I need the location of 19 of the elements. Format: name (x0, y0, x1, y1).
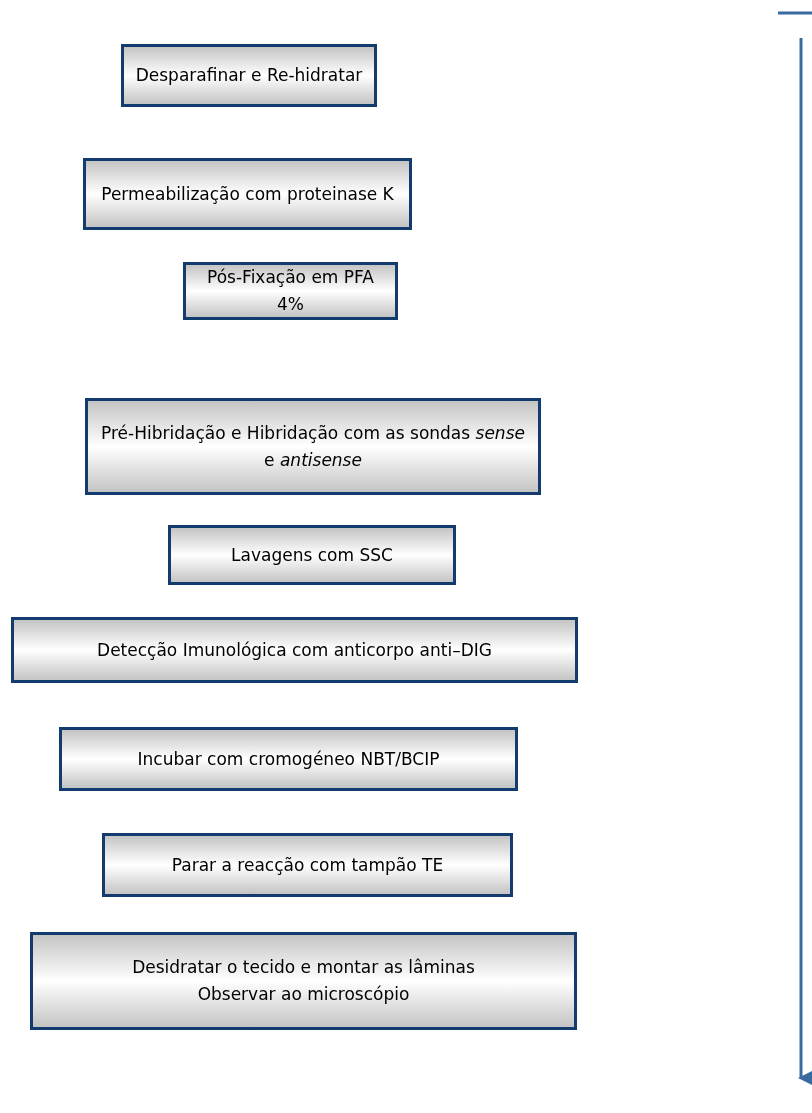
process-box (30, 932, 577, 1030)
step-text: Lavagens com SSC (231, 543, 393, 567)
process-box (102, 833, 513, 897)
step-text: Observar ao microscópio (197, 983, 410, 1006)
step-text: Permeabilização com proteinase K (101, 182, 394, 206)
step-text: Desidratar o tecido e montar as lâminas (132, 956, 475, 979)
step-text: Pré-Hibridação e Hibridação com as sondas sense e antisense (100, 421, 526, 472)
process-box (11, 617, 578, 683)
step-text: Detecção Imunológica com anticorpo anti–DIG (97, 638, 492, 662)
process-box (83, 158, 412, 230)
process-box (183, 262, 398, 320)
process-box (85, 398, 541, 495)
step-text: Incubar com cromogéneo NBT/BCIP (137, 747, 440, 771)
step-text: Desparafinar e Re-hidratar (135, 64, 363, 87)
process-box (168, 525, 456, 585)
step-text: Pós-Fixação em PFA 4% (206, 266, 375, 316)
process-box (121, 44, 377, 107)
step-text: Parar a reacção com tampão TE (171, 853, 444, 877)
process-box (59, 727, 518, 791)
